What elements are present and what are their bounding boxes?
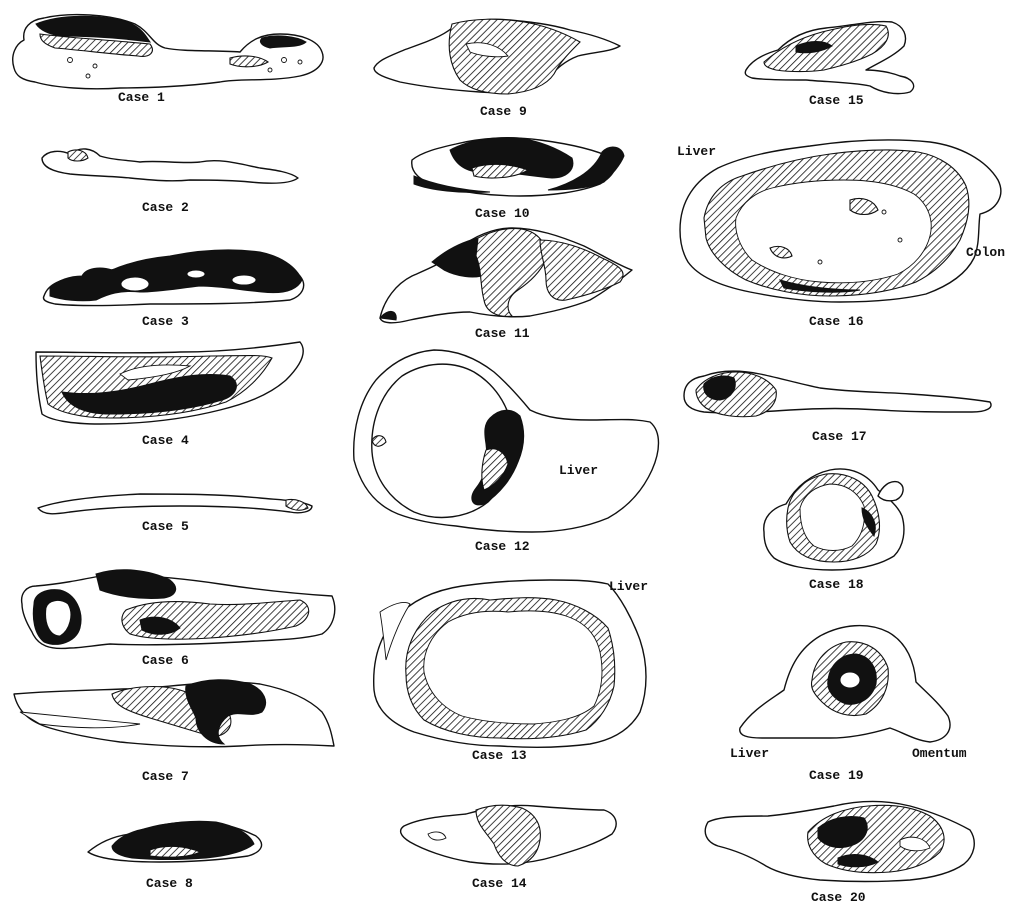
case-16-annotation-liver: Liver [677, 144, 716, 159]
case-15-label: Case 15 [809, 93, 864, 108]
case-4-diagram: Case 4 [36, 342, 303, 448]
case-16-diagram: Liver Colon Case 16 [677, 140, 1005, 329]
case-5-diagram: Case 5 [38, 494, 312, 534]
case-12-annotation-liver: Liver [559, 463, 598, 478]
case-2-label: Case 2 [142, 200, 189, 215]
case-15-diagram: Case 15 [745, 22, 913, 108]
case-17-diagram: Case 17 [684, 371, 991, 444]
case-14-label: Case 14 [472, 876, 527, 891]
case-13-diagram: Liver Case 13 [374, 579, 648, 763]
case-5-label: Case 5 [142, 519, 189, 534]
case-19-annotation-liver: Liver [730, 746, 769, 761]
case-13-annotation-liver: Liver [609, 579, 648, 594]
case-19-diagram: Liver Omentum Case 19 [730, 626, 967, 783]
case-20-label: Case 20 [811, 890, 866, 905]
case-18-label: Case 18 [809, 577, 864, 592]
case-20-diagram: Case 20 [705, 802, 974, 905]
case-3-diagram: Case 3 [43, 250, 303, 329]
case-2-diagram: Case 2 [42, 149, 298, 215]
case-9-diagram: Case 9 [374, 19, 620, 119]
case-19-label: Case 19 [809, 768, 864, 783]
case-11-diagram: Case 11 [380, 228, 632, 341]
case-17-label: Case 17 [812, 429, 867, 444]
case-12-label: Case 12 [475, 539, 530, 554]
case-8-diagram: Case 8 [88, 821, 262, 891]
case-4-label: Case 4 [142, 433, 189, 448]
case-9-label: Case 9 [480, 104, 527, 119]
case-16-annotation-colon: Colon [966, 245, 1005, 260]
case-16-label: Case 16 [809, 314, 864, 329]
case-3-label: Case 3 [142, 314, 189, 329]
case-7-diagram: Case 7 [14, 680, 334, 784]
case-11-label: Case 11 [475, 326, 530, 341]
case-10-diagram: Case 10 [412, 138, 624, 222]
case-6-label: Case 6 [142, 653, 189, 668]
case-1-label: Case 1 [118, 90, 165, 105]
case-19-annotation-omentum: Omentum [912, 746, 967, 761]
case-8-label: Case 8 [146, 876, 193, 891]
case-12-diagram: Liver Case 12 [354, 350, 659, 554]
case-1-diagram: Case 1 [13, 15, 323, 105]
case-7-label: Case 7 [142, 769, 189, 784]
case-13-label: Case 13 [472, 748, 527, 763]
case-6-diagram: Case 6 [22, 570, 335, 668]
case-14-diagram: Case 14 [401, 805, 617, 891]
case-10-label: Case 10 [475, 206, 530, 221]
case-18-diagram: Case 18 [764, 469, 904, 592]
